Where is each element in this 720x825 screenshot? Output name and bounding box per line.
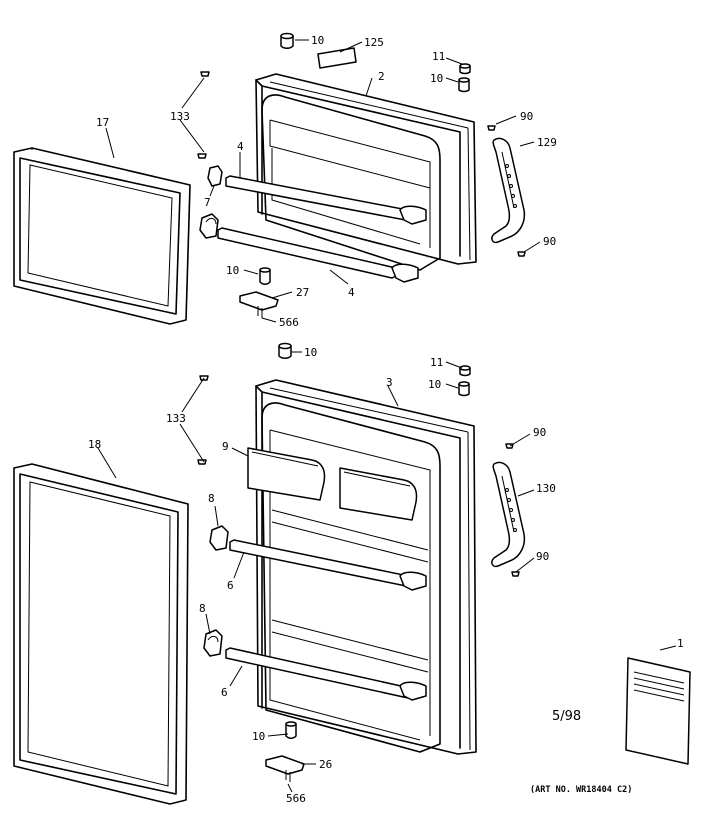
callout-133: 133	[166, 412, 186, 425]
callout-10: 10	[430, 72, 443, 85]
callout-6: 6	[221, 686, 228, 699]
dairy-compartment-door	[247, 447, 418, 521]
freezer-door-handle	[491, 137, 526, 244]
door-shelf-rail	[229, 539, 427, 591]
fresh-food-door-gasket	[13, 463, 189, 805]
callout-3: 3	[386, 376, 393, 389]
callout-7: 7	[204, 196, 211, 209]
door-shelf-rail	[225, 175, 427, 225]
shelf-end-cap	[199, 165, 223, 239]
callout-11: 11	[430, 356, 443, 369]
callout-8: 8	[208, 492, 215, 505]
callout-4: 4	[348, 286, 355, 299]
revision-date: 5/98	[552, 709, 581, 724]
callout-10: 10	[304, 346, 317, 359]
door-stop-plug	[285, 721, 297, 739]
callout-18: 18	[88, 438, 101, 451]
callout-90: 90	[520, 110, 533, 123]
door-shelf-rail	[217, 227, 419, 283]
door-closer-bracket	[239, 291, 279, 318]
screw	[197, 375, 520, 577]
callout-129: 129	[537, 136, 557, 149]
freezer-door-panel	[255, 73, 477, 271]
shelf-end-cap	[203, 525, 229, 657]
door-closer-bracket	[265, 755, 305, 782]
callout-9: 9	[222, 440, 229, 453]
callout-11: 11	[432, 50, 445, 63]
callout-6: 6	[227, 579, 234, 592]
callout-566: 566	[279, 316, 299, 329]
hinge-bushing	[459, 63, 471, 75]
callout-133: 133	[170, 110, 190, 123]
callout-8: 8	[199, 602, 206, 615]
door-stop-plug	[278, 342, 292, 359]
door-stop-plug	[458, 381, 470, 397]
door-shelf-rail	[225, 647, 427, 701]
door-stop-plug	[458, 77, 470, 93]
callout-10: 10	[226, 264, 239, 277]
freezer-door-gasket	[13, 147, 191, 325]
callout-17: 17	[96, 116, 109, 129]
leader-lines	[97, 39, 677, 793]
hinge-bushing	[459, 365, 471, 377]
owners-literature	[625, 657, 691, 765]
callout-125: 125	[364, 36, 384, 49]
art-number: (ART NO. WR18404 C2)	[530, 785, 632, 795]
callout-4: 4	[237, 140, 244, 153]
callout-27: 27	[296, 286, 309, 299]
callout-10: 10	[428, 378, 441, 391]
callout-1: 1	[677, 637, 684, 650]
fresh-food-door-handle	[491, 461, 526, 568]
callout-90: 90	[533, 426, 546, 439]
callout-26: 26	[319, 758, 332, 771]
callout-10: 10	[311, 34, 324, 47]
callout-130: 130	[536, 482, 556, 495]
callout-10: 10	[252, 730, 265, 743]
fresh-food-door-panel	[255, 379, 477, 755]
callout-90: 90	[536, 550, 549, 563]
screw	[197, 71, 526, 257]
door-stop-plug	[259, 267, 271, 285]
callout-2: 2	[378, 70, 385, 83]
door-stop-plug	[280, 32, 294, 49]
nameplate	[317, 47, 357, 69]
callout-566: 566	[286, 792, 306, 805]
callout-90: 90	[543, 235, 556, 248]
